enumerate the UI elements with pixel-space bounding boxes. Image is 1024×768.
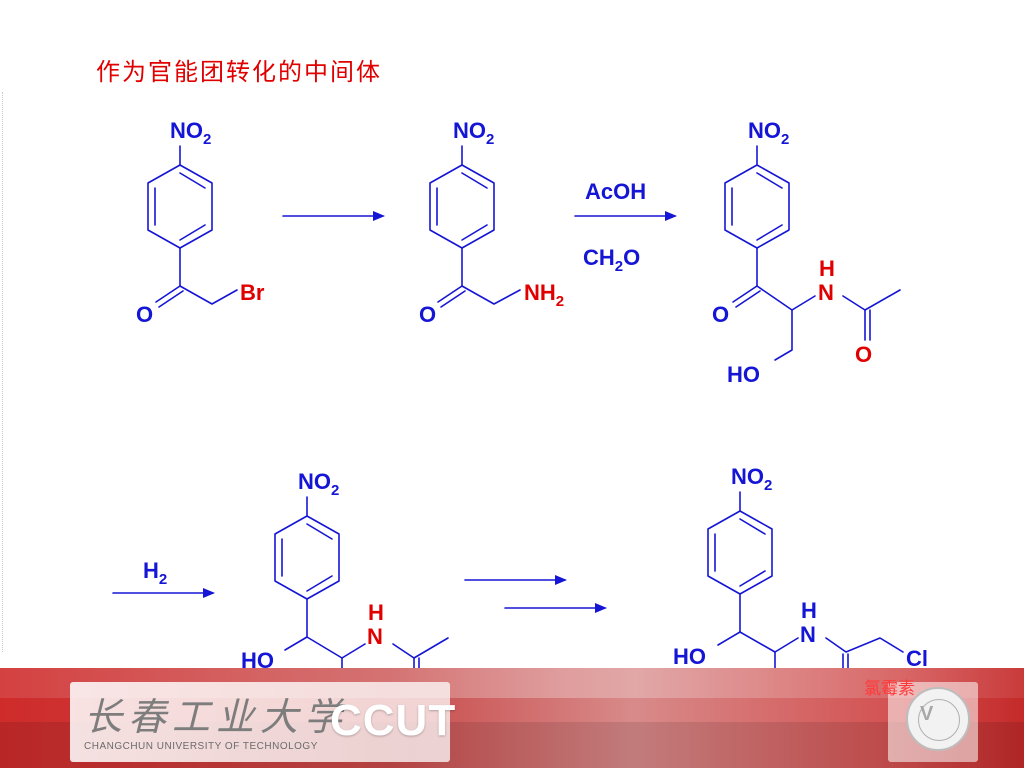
ketone-oxygen-label: O <box>712 302 729 327</box>
ccut-logo-text: CCUT <box>330 696 457 745</box>
nitro-label: NO2 <box>298 469 339 499</box>
amide-hydrogen-label: H <box>368 600 384 625</box>
university-seal-icon: V <box>906 687 970 751</box>
university-logo-panel <box>70 682 450 762</box>
reagent-acoh: AcOH <box>585 179 646 204</box>
molecule-1-bonds <box>147 145 238 308</box>
reagent-formaldehyde: CH2O <box>583 245 640 275</box>
molecule-2-bonds <box>429 145 521 308</box>
nitro-label: NO2 <box>453 118 494 148</box>
amine-label: NH2 <box>524 280 564 310</box>
reagent-hydrogen: H2 <box>143 558 167 588</box>
footer-banner: 长春工业大学 CHANGCHUN UNIVERSITY OF TECHNOLOG… <box>0 668 1024 768</box>
ketone-oxygen-label: O <box>419 302 436 327</box>
nitro-label: NO2 <box>170 118 211 148</box>
hydroxyl-label: HO <box>727 362 760 387</box>
amide-hydrogen-label: H <box>819 256 835 281</box>
university-name-cn: 长春工业大学 <box>84 695 349 739</box>
product-name-chloramphenicol: 氯霉素 <box>864 679 915 699</box>
amide-nitrogen-label: N <box>367 624 383 649</box>
edge-dotted-line <box>2 92 5 652</box>
chlorine-label: Cl <box>906 646 928 671</box>
nitro-label: NO2 <box>731 464 772 494</box>
ketone-oxygen-label: O <box>136 302 153 327</box>
molecule-3-bonds <box>724 145 901 361</box>
amide-hydrogen-label: H <box>801 598 817 623</box>
amide-oxygen-label: O <box>855 342 872 367</box>
slide-title: 作为官能团转化的中间体 <box>96 58 382 86</box>
amide-nitrogen-label: N <box>800 622 816 647</box>
seal-inner-ring <box>918 699 960 741</box>
seal-emblem-icon: V <box>920 703 934 725</box>
university-name-en: CHANGCHUN UNIVERSITY OF TECHNOLOGY <box>84 741 318 752</box>
hydroxyl-label: HO <box>673 644 706 669</box>
nitro-label: NO2 <box>748 118 789 148</box>
bromine-label: Br <box>240 280 265 305</box>
amide-nitrogen-label: N <box>818 280 834 305</box>
